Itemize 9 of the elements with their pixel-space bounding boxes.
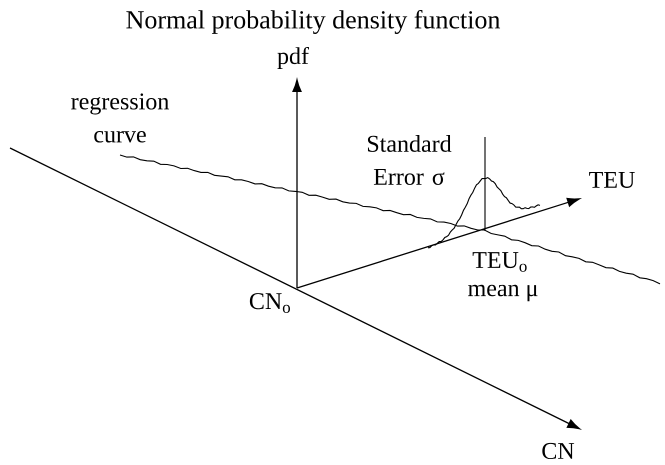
- axis-label: pdf: [277, 47, 309, 69]
- point-label: TEU$_{o}$: [472, 252, 527, 272]
- curve-label: regression curve: [71, 93, 169, 143]
- axis-label: TEU: [589, 172, 635, 188]
- curve-label: Standard Error σ: [368, 135, 452, 185]
- title: Normal probability density function: [126, 10, 500, 34]
- point-label: CN$_{o}$: [250, 293, 290, 313]
- axis-label: CN: [542, 442, 574, 460]
- point-label: mean μ: [468, 284, 538, 302]
